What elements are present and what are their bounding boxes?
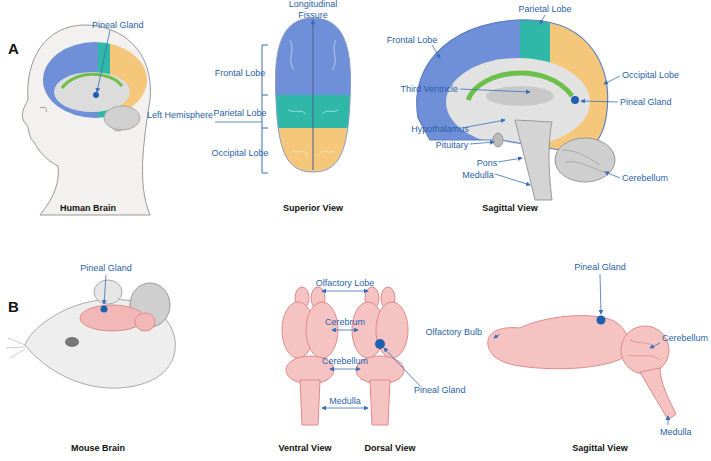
- anatomy-label: Parietal Lobe: [518, 4, 571, 15]
- anatomy-label: Pineal Gland: [574, 262, 626, 273]
- mouse-brain: [80, 305, 144, 331]
- anatomy-label: Cerebellum: [622, 173, 668, 184]
- anatomy-label: Cerebrum: [325, 317, 365, 328]
- sagittal-mouse-brain: [488, 316, 676, 420]
- anatomy-label: Longitudinal Fissure: [283, 0, 343, 21]
- anatomy-label: Cerebellum: [322, 356, 368, 367]
- view-title: Sagittal View: [572, 443, 627, 454]
- anatomy-label: Medulla: [462, 170, 494, 181]
- pineal-dot: [93, 92, 99, 98]
- anatomy-label: Pituitary: [436, 140, 469, 151]
- view-title: Ventral View: [279, 443, 332, 454]
- view-title: Dorsal View: [365, 443, 416, 454]
- mouse-head: [6, 280, 175, 388]
- view-title: Mouse Brain: [71, 443, 125, 454]
- anatomy-label: Olfactory Lobe: [316, 278, 375, 289]
- anatomy-label: Pineal Gland: [92, 20, 144, 31]
- panel-letter: A: [8, 40, 19, 57]
- view-title: Sagittal View: [482, 203, 537, 214]
- anatomy-label: Cerebellum: [662, 333, 708, 344]
- anatomy-label: Frontal Lobe: [215, 68, 266, 79]
- view-title: Human Brain: [60, 203, 116, 214]
- sagittal-human-brain: [400, 10, 620, 160]
- cerebellum: [555, 138, 615, 182]
- anatomy-label: Hypothalamus: [411, 124, 469, 135]
- anatomy-label: Parietal Lobe: [213, 108, 266, 119]
- brainstem: [515, 120, 552, 200]
- infant-brain: [40, 40, 150, 120]
- anatomy-label: Pineal Gland: [80, 263, 132, 274]
- anatomy-label: Pineal Gland: [414, 385, 466, 396]
- anatomy-label: Left Hemisphere: [147, 110, 213, 121]
- view-title: Superior View: [283, 203, 343, 214]
- panel-letter: B: [8, 298, 19, 315]
- superior-brain: [270, 15, 360, 178]
- anatomy-label: Pons: [477, 158, 498, 169]
- infant-cerebellum: [104, 106, 140, 130]
- anatomy-label: Medulla: [329, 396, 361, 407]
- anatomy-label: Occipital Lobe: [622, 70, 679, 81]
- anatomy-label: Pineal Gland: [620, 97, 672, 108]
- anatomy-label: Medulla: [660, 427, 692, 438]
- infant-head: [22, 25, 150, 215]
- anatomy-label: Frontal Lobe: [387, 35, 438, 46]
- anatomy-label: Occipital Lobe: [211, 148, 268, 159]
- anatomy-label: Third Ventricle: [400, 84, 458, 95]
- anatomy-label: Olfactory Bulb: [425, 327, 482, 338]
